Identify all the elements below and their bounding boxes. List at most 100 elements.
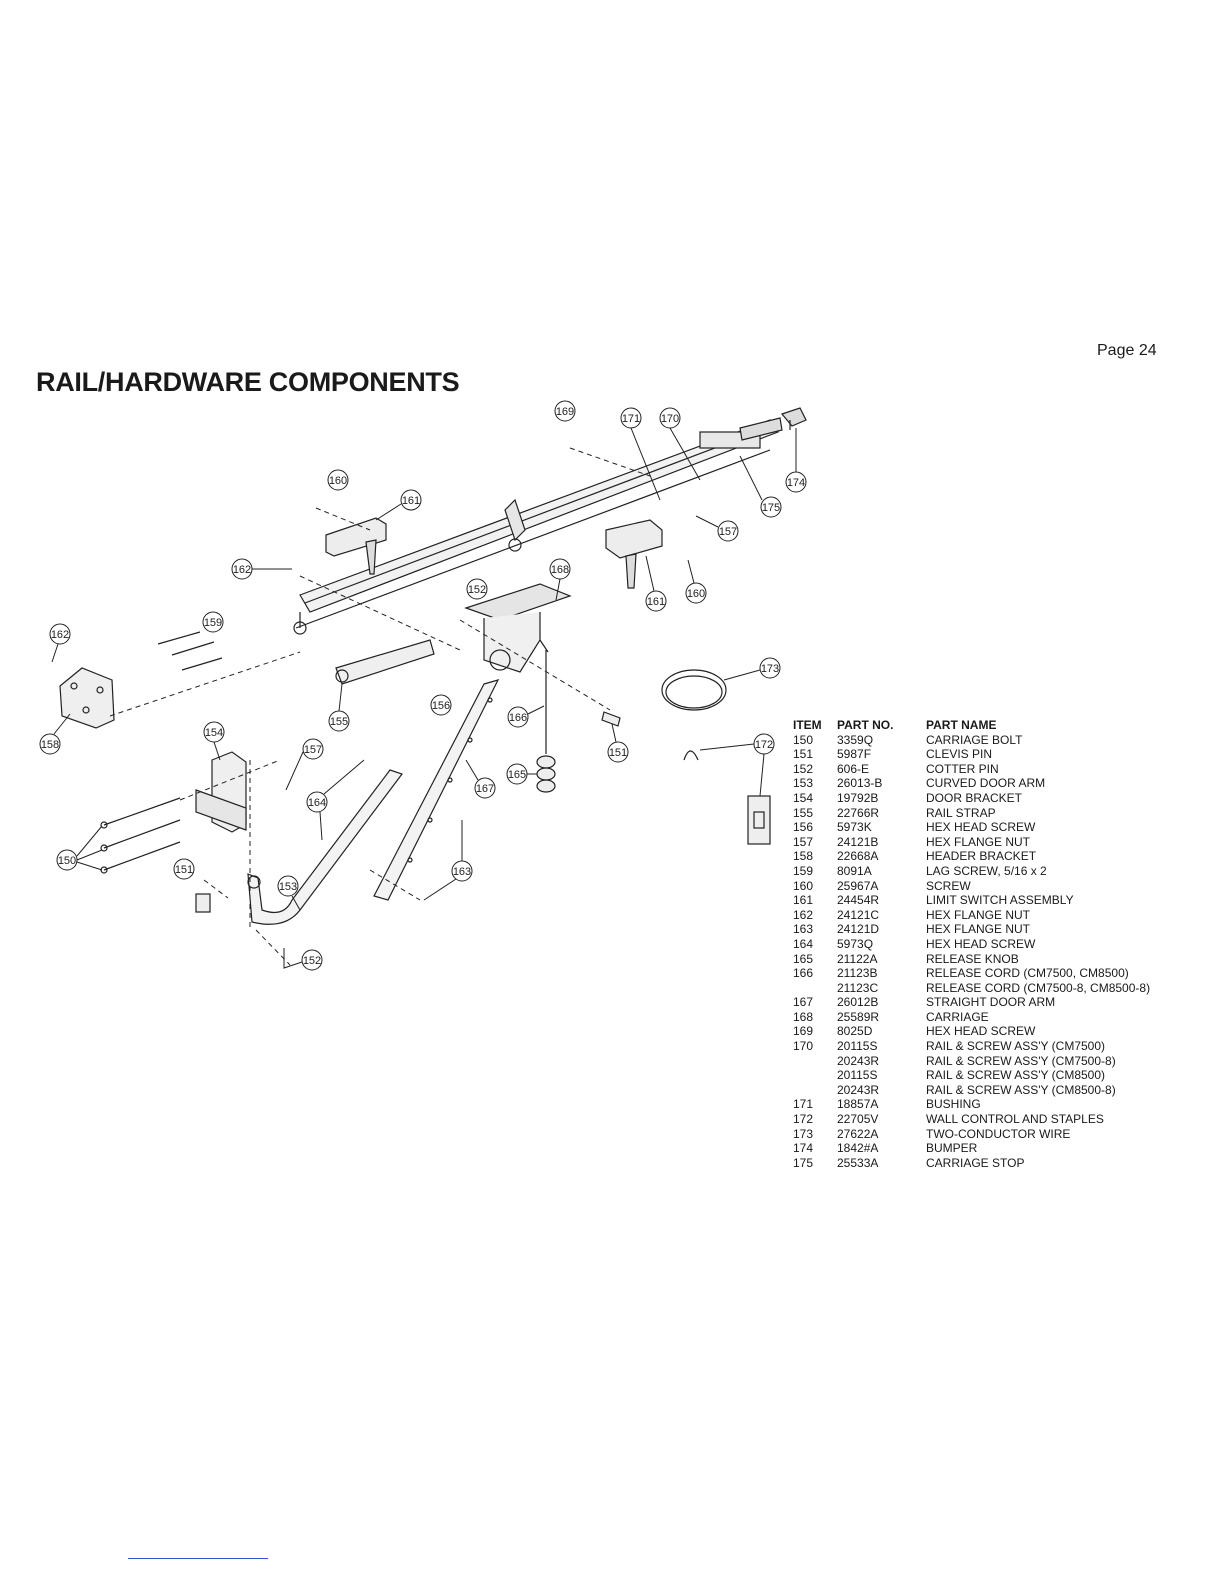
part-name-cell: RELEASE CORD (CM7500-8, CM8500-8) <box>926 980 1151 995</box>
part-no-cell: 8025D <box>837 1024 873 1039</box>
table-row: 168 25589R CARRIAGE <box>793 1010 1150 1025</box>
callout-175: 175 <box>739 455 782 518</box>
part-name-cell: LAG SCREW, 5/16 x 2 <box>926 863 1047 878</box>
callout-153: 153 <box>277 875 301 911</box>
svg-text:175: 175 <box>762 502 780 514</box>
svg-text:150: 150 <box>58 855 76 867</box>
straight-door-arm <box>373 679 500 901</box>
callout-165: 165 <box>506 763 537 785</box>
part-no-cell: 25589R <box>837 1009 880 1024</box>
parts-table-header: ITEM PART NO. PART NAME <box>793 718 1150 733</box>
part-no-cell: 606-E <box>837 761 870 776</box>
callout-171: 171 <box>620 407 661 501</box>
item-cell: 162 <box>793 907 814 922</box>
part-no-cell: 8091A <box>837 863 872 878</box>
callout-167: 167 <box>465 759 496 799</box>
part-name-cell: RELEASE CORD (CM7500, CM8500) <box>926 966 1129 981</box>
part-no-cell: 5973K <box>837 820 872 835</box>
item-cell: 174 <box>793 1141 814 1156</box>
callout-170: 170 <box>659 407 701 481</box>
table-row: 172 22705V WALL CONTROL AND STAPLES <box>793 1112 1150 1127</box>
callout-173: 173 <box>723 657 781 681</box>
part-name-cell: RAIL STRAP <box>926 805 996 820</box>
part-name-cell: HEX FLANGE NUT <box>926 922 1031 937</box>
callout-164: 164 <box>306 759 365 841</box>
limit-switch-right <box>605 519 663 589</box>
svg-text:158: 158 <box>41 739 59 751</box>
svg-text:152: 152 <box>303 955 321 967</box>
callout-160-right: 160 <box>685 559 707 604</box>
item-cell: 156 <box>793 820 814 835</box>
svg-text:168: 168 <box>551 564 569 576</box>
callout-169: 169 <box>554 400 576 422</box>
part-name-cell: BUSHING <box>926 1097 981 1112</box>
part-name-cell: BUMPER <box>926 1141 978 1156</box>
svg-text:162: 162 <box>233 564 251 576</box>
part-no-cell: 25967A <box>837 878 879 893</box>
item-cell: 166 <box>793 966 814 981</box>
svg-text:152: 152 <box>468 584 486 596</box>
item-cell: 171 <box>793 1097 814 1112</box>
part-name-cell: RAIL & SCREW ASS'Y (CM7500-8) <box>926 1053 1116 1068</box>
header-bracket <box>59 667 115 729</box>
limit-switch-left <box>325 517 387 575</box>
part-name-cell: WALL CONTROL AND STAPLES <box>926 1112 1104 1127</box>
part-name-cell: CARRIAGE <box>926 1009 989 1024</box>
part-name-cell: CARRIAGE BOLT <box>926 732 1023 747</box>
svg-text:164: 164 <box>308 797 326 809</box>
callout-159: 159 <box>202 611 224 633</box>
callout-152-bottom: 152 <box>283 948 323 971</box>
part-no-cell: 26013-B <box>837 776 883 791</box>
item-cell: 167 <box>793 995 814 1010</box>
item-cell: 155 <box>793 805 814 820</box>
callout-160: 160 <box>327 469 349 491</box>
item-cell: 165 <box>793 951 814 966</box>
header-part-no: PART NO. <box>837 718 894 732</box>
svg-text:174: 174 <box>787 477 805 489</box>
part-no-cell: 22705V <box>837 1112 879 1127</box>
callout-150: 150 <box>56 825 103 871</box>
part-no-cell: 24454R <box>837 893 880 908</box>
item-cell: 158 <box>793 849 814 864</box>
item-cell: 164 <box>793 936 814 951</box>
part-no-cell: 20243R <box>837 1053 880 1068</box>
callout-155: 155 <box>328 683 350 732</box>
item-cell: 173 <box>793 1126 814 1141</box>
item-cell: 159 <box>793 863 814 878</box>
callout-161: 161 <box>375 489 422 521</box>
part-no-cell: 3359Q <box>837 732 874 747</box>
item-cell: 168 <box>793 1009 814 1024</box>
svg-text:160: 160 <box>687 588 705 600</box>
svg-text:167: 167 <box>476 783 494 795</box>
svg-text:161: 161 <box>402 495 420 507</box>
part-name-cell: CARRIAGE STOP <box>926 1155 1025 1170</box>
callout-152: 152 <box>466 578 488 600</box>
svg-text:162: 162 <box>51 629 69 641</box>
item-cell: 170 <box>793 1039 814 1054</box>
part-no-cell: 24121C <box>837 907 880 922</box>
release-knob <box>536 755 556 793</box>
part-name-cell: RAIL & SCREW ASS'Y (CM8500-8) <box>926 1082 1116 1097</box>
part-no-cell: 5973Q <box>837 936 874 951</box>
part-name-cell: STRAIGHT DOOR ARM <box>926 995 1056 1010</box>
item-cell: 172 <box>793 1112 814 1127</box>
clevis-pin <box>195 893 211 913</box>
page-title: RAIL/HARDWARE COMPONENTS <box>36 367 460 397</box>
svg-text:165: 165 <box>508 769 526 781</box>
svg-text:154: 154 <box>205 727 223 739</box>
svg-text:166: 166 <box>509 712 527 724</box>
